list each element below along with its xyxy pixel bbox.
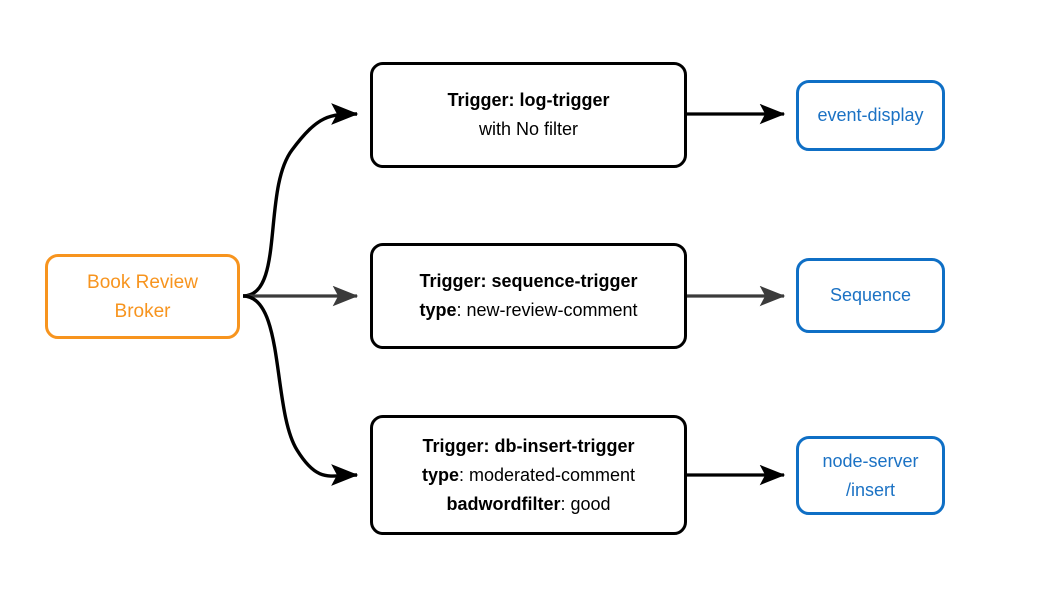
trigger-sequence-line-1-bold: Trigger: sequence-trigger	[419, 271, 638, 291]
trigger-sequence-node[interactable]: Trigger: sequence-trigger type: new-revi…	[370, 243, 687, 349]
trigger-db-insert-line-2-rest: : moderated-comment	[458, 464, 636, 485]
trigger-db-insert-line-3-bold: badwordfilter	[446, 493, 561, 514]
trigger-log-line-2: with No filter	[479, 115, 578, 144]
target-node-server-node[interactable]: node-server /insert	[796, 436, 945, 515]
trigger-db-insert-line-3: badwordfilter: good	[446, 490, 610, 519]
target-event-display-node[interactable]: event-display	[796, 80, 945, 151]
trigger-sequence-line-2-bold: type	[419, 300, 457, 320]
trigger-db-insert-line-1: Trigger: db-insert-trigger	[422, 432, 634, 461]
trigger-db-insert-line-3-rest: : good	[560, 493, 611, 514]
trigger-log-line-1: Trigger: log-trigger	[448, 86, 610, 115]
edge-broker-to-db-insert-trigger	[242, 294, 359, 486]
trigger-sequence-line-1: Trigger: sequence-trigger	[419, 267, 637, 296]
trigger-log-node[interactable]: Trigger: log-trigger with No filter	[370, 62, 687, 168]
trigger-db-insert-line-2-bold: type	[421, 464, 459, 485]
trigger-db-insert-line-1-bold: Trigger: db-insert-trigger	[422, 435, 635, 456]
target-event-display-label: event-display	[817, 105, 924, 125]
edge-broker-to-log-trigger	[242, 103, 359, 298]
target-sequence-label: Sequence	[829, 285, 912, 305]
trigger-db-insert-node[interactable]: Trigger: db-insert-trigger type: moderat…	[370, 415, 687, 535]
trigger-sequence-line-2: type: new-review-comment	[419, 296, 637, 325]
trigger-sequence-line-2-rest: : new-review-comment	[456, 300, 638, 320]
target-node-server-label-line-1: node-server	[822, 450, 919, 471]
trigger-log-line-1-bold: Trigger: log-trigger	[447, 90, 610, 110]
broker-label-line-1: Book Review	[87, 271, 198, 293]
trigger-log-line-2-rest: with No filter	[478, 119, 579, 139]
trigger-db-insert-line-2: type: moderated-comment	[422, 461, 635, 490]
broker-label-line-2: Broker	[114, 300, 171, 322]
broker-node[interactable]: Book Review Broker	[45, 254, 240, 339]
target-sequence-node[interactable]: Sequence	[796, 258, 945, 333]
target-node-server-label-line-2: /insert	[845, 479, 896, 500]
